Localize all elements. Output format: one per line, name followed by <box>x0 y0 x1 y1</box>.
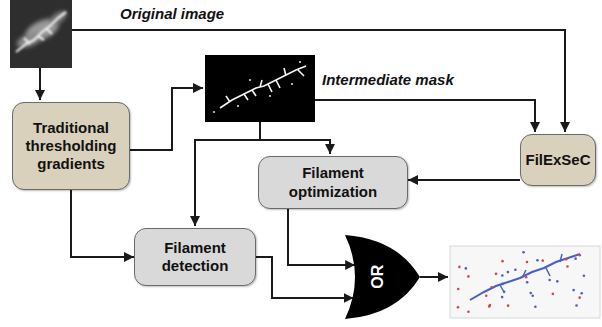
result-dot <box>534 305 537 308</box>
result-dot <box>467 310 470 313</box>
result-dot <box>467 275 470 278</box>
flow-arrow <box>71 190 134 257</box>
result-dot <box>503 291 506 294</box>
result-dot <box>579 254 582 257</box>
result-dot <box>457 306 460 309</box>
result-dot <box>556 280 559 283</box>
result-dot <box>575 304 578 307</box>
process-box: Traditional thresholding gradients <box>12 102 130 190</box>
result-branch <box>500 254 562 292</box>
result-dot <box>490 286 493 289</box>
result-dot <box>565 258 568 261</box>
flow-arrow <box>256 257 354 298</box>
original-image <box>10 0 72 68</box>
process-box: Filament optimization <box>258 156 408 209</box>
result-dot <box>458 266 461 269</box>
result-dot <box>465 267 468 270</box>
result-dot <box>580 292 583 295</box>
result-filament <box>470 254 580 300</box>
gate-shape <box>345 235 420 319</box>
result-dot <box>525 276 528 279</box>
result-dot <box>495 273 498 276</box>
result-dot <box>572 289 575 292</box>
mask-ground <box>205 55 315 122</box>
result-dot <box>536 259 539 262</box>
mask-image <box>205 55 315 122</box>
result-dot <box>507 271 510 274</box>
process-box: Filament detection <box>134 228 256 286</box>
result-dot <box>457 288 460 291</box>
wire-arrow <box>39 68 41 100</box>
result-dot <box>501 260 504 263</box>
result-dot <box>548 279 551 282</box>
result-dot <box>578 296 581 299</box>
result-dot <box>507 304 510 307</box>
node-text: Filament optimization <box>267 164 399 201</box>
flow-arrow <box>288 209 355 265</box>
wire-arrow <box>195 122 260 226</box>
result-dot <box>531 294 534 297</box>
result-image <box>450 246 600 318</box>
flow-arrow <box>408 179 520 181</box>
process-box: FilExSeC <box>520 134 596 186</box>
result-dot <box>552 293 555 296</box>
image-label: Intermediate mask <box>320 71 456 88</box>
image-filament <box>16 12 66 52</box>
result-dot <box>526 281 529 284</box>
result-dot <box>485 294 488 297</box>
result-dot <box>522 251 525 254</box>
result-dot <box>501 274 504 277</box>
result-dot <box>501 296 504 299</box>
result-dot <box>514 268 517 271</box>
result-dot <box>529 292 532 295</box>
image-ground <box>10 0 72 68</box>
result-dots <box>457 251 585 313</box>
result-dot <box>501 283 504 286</box>
wire-arrow <box>420 276 448 278</box>
or-gate: OR <box>345 235 420 319</box>
mask-filament <box>220 66 306 108</box>
result-ground <box>450 246 600 318</box>
result-dot <box>574 257 577 260</box>
result-dot <box>566 265 569 268</box>
result-dot <box>489 304 492 307</box>
result-dot <box>526 261 529 264</box>
node-text: OR <box>368 265 388 289</box>
node-text: Traditional thresholding gradients <box>21 119 121 174</box>
wire-arrow <box>130 88 203 150</box>
wire-arrow <box>315 100 535 132</box>
wire-arrow <box>260 140 330 154</box>
node-text: Filament detection <box>143 239 247 276</box>
node-text: FilExSeC <box>525 151 590 169</box>
result-dot <box>583 275 586 278</box>
wire-arrow <box>72 30 565 132</box>
image-label: Original image <box>118 5 226 22</box>
mask-specks <box>213 61 301 113</box>
result-dot <box>541 259 544 262</box>
